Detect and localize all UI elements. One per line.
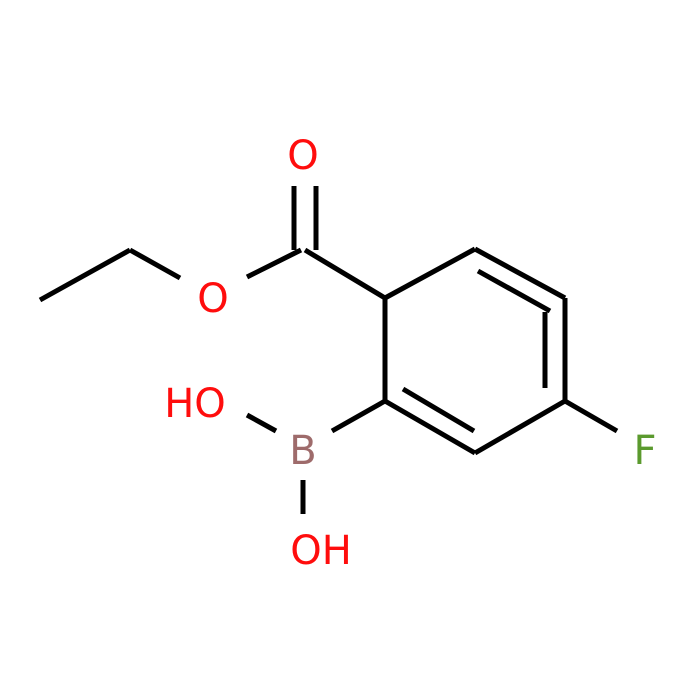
atom-oh-upper: HO (164, 381, 226, 427)
atom-o-carbonyl: O (287, 133, 318, 179)
atom-labels: O O HO B OH F (164, 133, 656, 574)
bond-carbonyl-ring (303, 247, 387, 301)
ring-bond-4 (473, 398, 567, 456)
bond-boron-oh-upper (245, 412, 278, 434)
ring-bond-2 (473, 246, 567, 301)
ring-bond-1 (383, 246, 477, 301)
bond-ch3-ch2 (38, 247, 132, 303)
bond-o-carbonyl-carbon (245, 247, 303, 280)
ring-bond-5 (383, 398, 477, 456)
atom-oh-lower: OH (290, 528, 352, 574)
bond-ring-fluorine (563, 398, 619, 434)
bond-ch2-o (128, 247, 182, 281)
atom-o-ester: O (197, 276, 228, 322)
bond-ring-boron (330, 398, 387, 434)
ring-inner-bond-1 (476, 268, 552, 314)
atom-boron: B (289, 428, 316, 474)
bonds (38, 186, 619, 514)
ring-inner-bond-3 (401, 386, 476, 434)
atom-fluorine: F (633, 428, 656, 474)
